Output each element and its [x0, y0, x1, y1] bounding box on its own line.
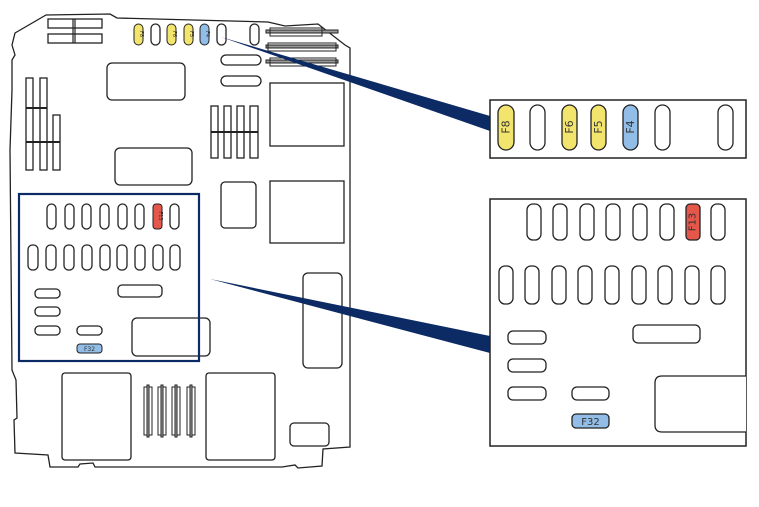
- relay-socket: [106, 62, 186, 101]
- relay-square: [205, 372, 276, 461]
- relay-square: [269, 180, 345, 244]
- fuse-f5[interactable]: [183, 23, 194, 46]
- fuse-label-f5: F5: [188, 31, 194, 37]
- fuse-f32[interactable]: [76, 343, 103, 354]
- relay-socket: [114, 147, 193, 186]
- callout-label-f13: F13: [688, 213, 699, 231]
- relay-tall: [302, 272, 343, 369]
- callout-lower-fuses: F13 F32: [489, 198, 747, 447]
- relay-socket: [131, 317, 211, 357]
- fuse-label-f32: F32: [84, 346, 95, 353]
- callout-fuse-f8[interactable]: [497, 104, 515, 151]
- callout-fuse-f32[interactable]: [571, 413, 610, 429]
- fuse-label-f13: F13: [157, 211, 163, 220]
- lower-fuse-row-1: F13: [46, 203, 180, 230]
- fuse-slot: [150, 23, 161, 46]
- callout-fuse-f6[interactable]: [561, 104, 578, 151]
- callout-pointer-bottom: [210, 279, 490, 353]
- fuse-slot: [216, 23, 227, 46]
- relay-slot: [220, 54, 262, 66]
- callout-fuse-f4[interactable]: [622, 104, 639, 151]
- callout-label-f6: F6: [563, 120, 576, 133]
- left-terminal-strips: [25, 77, 61, 171]
- relay-square: [269, 82, 345, 147]
- fuse-box-outline: [9, 13, 351, 469]
- top-fuse-row: F8 F6 F5 F4: [133, 23, 260, 46]
- top-left-relay-block: [47, 18, 103, 44]
- relay-slot: [220, 75, 262, 87]
- fuse-slot: [249, 23, 260, 46]
- callout-top-fuses: F8 F6 F5 F4: [489, 99, 747, 159]
- callout-pointer-top: [221, 37, 490, 131]
- relay-square: [61, 372, 132, 461]
- relay-small: [289, 422, 330, 447]
- fuse-f13[interactable]: [152, 203, 163, 230]
- highlight-box: [17, 192, 201, 363]
- middle-terminal-strips: [210, 105, 259, 159]
- fuse-f4[interactable]: [199, 23, 210, 46]
- bottom-connectors: [143, 384, 196, 438]
- lower-fuse-row-2: [27, 244, 181, 271]
- fuse-label-f4: F4: [204, 31, 210, 37]
- fuse-f6[interactable]: [166, 23, 177, 46]
- fuse-label-f8: F8: [138, 31, 144, 37]
- callout-fuse-f13[interactable]: [685, 203, 701, 241]
- callout-fuse-f5[interactable]: [590, 104, 607, 151]
- callout-label-f5: F5: [592, 120, 605, 133]
- callout-label-f4: F4: [624, 120, 637, 133]
- callout-label-f32: F32: [581, 417, 599, 428]
- relay-small: [220, 181, 257, 229]
- fuse-f8[interactable]: [133, 23, 144, 46]
- fuse-label-f6: F6: [171, 31, 177, 37]
- callout-label-f8: F8: [500, 120, 513, 133]
